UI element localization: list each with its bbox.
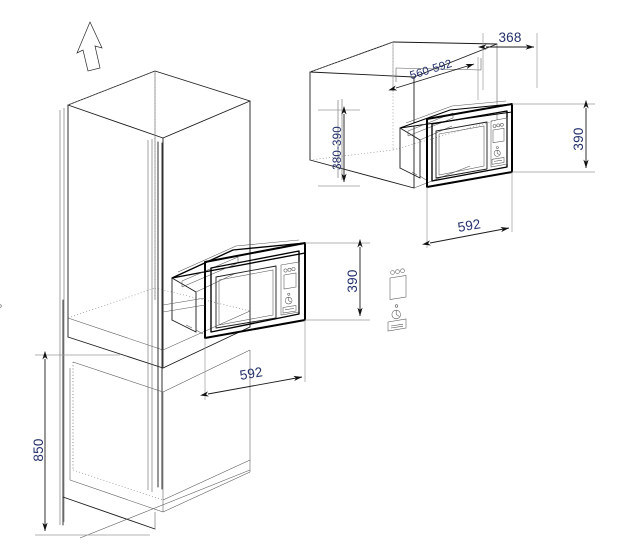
dimension-592-upper: 592 (422, 172, 513, 248)
upper-cabinet-carcass (67, 70, 251, 369)
dimension-560-592: 560-592 (388, 42, 479, 100)
dimension-label-850: 850 (31, 438, 46, 461)
cabinet-side-panel (59, 108, 65, 525)
microwave-appliance-lower (171, 239, 306, 339)
up-direction-arrow (76, 21, 103, 72)
dimension-label-380-390: 380-390 (332, 126, 344, 170)
microwave-appliance-upper (399, 100, 513, 188)
tall-unit-view: 850 592 390 (31, 70, 370, 539)
control-panel-lower (282, 267, 297, 314)
dimension-592-lower: 592 (200, 320, 306, 400)
wall-unit-view: 368 560-592 380-390 390 592 (309, 30, 595, 248)
control-panel-detail-callout (0, 268, 407, 332)
control-panel-upper (491, 123, 505, 165)
dimension-390-lower: 390 (305, 238, 370, 321)
dimension-label-592-lower: 592 (239, 364, 264, 383)
dimension-label-390-upper: 390 (571, 127, 586, 150)
dimension-label-592-upper: 592 (457, 216, 482, 235)
dimension-368: 368 (477, 30, 538, 90)
dimension-380-390: 380-390 (318, 105, 360, 187)
dimension-850: 850 (31, 350, 150, 536)
cabinet-center-divider (147, 139, 163, 492)
lower-cabinet-carcass (62, 299, 251, 539)
dimension-label-390-lower: 390 (345, 269, 360, 292)
dimension-390-upper: 390 (512, 99, 595, 173)
dimension-label-560-592: 560-592 (409, 58, 454, 82)
dimension-label-368: 368 (498, 30, 521, 45)
